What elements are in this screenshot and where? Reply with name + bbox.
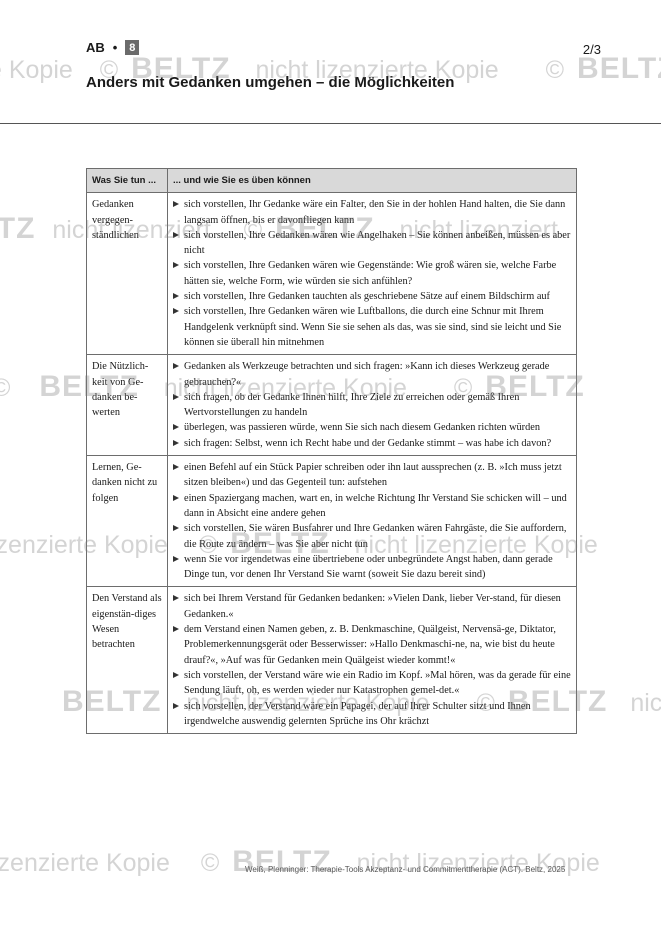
copyright-symbol: © [200, 849, 220, 877]
exercise-list: Gedanken als Werkzeuge betrachten und si… [173, 359, 571, 451]
table-header-row: Was Sie tun ... ... und wie Sie es üben … [86, 167, 577, 194]
list-item: einen Spaziergang machen, wart en, in we… [173, 491, 571, 522]
row-exercises: Gedanken als Werkzeuge betrachten und si… [167, 354, 577, 457]
row-label: Gedanken vergegen-ständlichen [86, 192, 168, 356]
list-item: sich vorstellen, Ihre Gedanken wären wie… [173, 228, 571, 259]
copyright-symbol: © [0, 374, 11, 402]
worksheet-label: AB [86, 40, 105, 55]
footer-citation: Weiß, Plenninger: Therapie-Tools Akzepta… [245, 865, 566, 874]
list-item: dem Verstand einen Namen geben, z. B. De… [173, 622, 571, 668]
list-item: sich vorstellen, Ihre Gedanken wären wie… [173, 258, 571, 289]
list-item: sich vorstellen, Sie wären Busfahrer und… [173, 521, 571, 552]
page-title: Anders mit Gedanken umgehen – die Möglic… [86, 74, 455, 91]
separator-dot: • [112, 40, 118, 55]
list-item: wenn Sie vor irgendetwas eine übertriebe… [173, 552, 571, 583]
table-row: Die Nützlich-keit von Ge-danken be-werte… [86, 354, 577, 457]
exercise-list: sich bei Ihrem Verstand für Gedanken bed… [173, 591, 571, 729]
list-item: sich vorstellen, Ihr Gedanke wäre ein Fa… [173, 197, 571, 228]
row-label: Den Verstand als eigenstän-diges Wesen b… [86, 586, 168, 735]
exercise-list: sich vorstellen, Ihr Gedanke wäre ein Fa… [173, 197, 571, 350]
table-header-how: ... und wie Sie es üben können [167, 167, 577, 194]
list-item: sich vorstellen, Ihre Gedanken tauchten … [173, 289, 571, 304]
watermark-text: e Kopie [0, 56, 73, 84]
watermark-text: izenzierte Kopie [0, 849, 170, 877]
list-item: Gedanken als Werkzeuge betrachten und si… [173, 359, 571, 390]
page-header: AB • 8 2/3 Anders mit Gedanken umgehen –… [86, 40, 601, 100]
list-item: sich bei Ihrem Verstand für Gedanken bed… [173, 591, 571, 622]
header-rule [0, 123, 661, 124]
beltz-logo: BELTZ [0, 212, 36, 245]
list-item: sich vorstellen, der Verstand wäre wie e… [173, 668, 571, 699]
table-header-what: Was Sie tun ... [86, 167, 168, 194]
watermark-text: nicht [630, 689, 661, 717]
table-row: Den Verstand als eigenstän-diges Wesen b… [86, 586, 577, 735]
row-exercises: sich bei Ihrem Verstand für Gedanken bed… [167, 586, 577, 735]
row-exercises: einen Befehl auf ein Stück Papier schrei… [167, 455, 577, 588]
list-item: einen Befehl auf ein Stück Papier schrei… [173, 460, 571, 491]
row-label: Lernen, Ge-danken nicht zu folgen [86, 455, 168, 588]
worksheet-label-line: AB • 8 [86, 40, 601, 55]
row-label: Die Nützlich-keit von Ge-danken be-werte… [86, 354, 168, 457]
exercise-list: einen Befehl auf ein Stück Papier schrei… [173, 460, 571, 582]
methods-table: Was Sie tun ... ... und wie Sie es üben … [86, 167, 577, 735]
list-item: sich vorstellen, der Verstand wäre ein P… [173, 699, 571, 730]
page-number: 2/3 [582, 42, 601, 57]
list-item: überlegen, was passieren würde, wenn Sie… [173, 420, 571, 435]
list-item: sich vorstellen, Ihre Gedanken wären wie… [173, 304, 571, 350]
row-exercises: sich vorstellen, Ihr Gedanke wäre ein Fa… [167, 192, 577, 356]
worksheet-number-badge: 8 [125, 40, 140, 55]
list-item: sich fragen: Selbst, wenn ich Recht habe… [173, 436, 571, 451]
list-item: sich fragen, ob der Gedanke Ihnen hilft,… [173, 390, 571, 421]
